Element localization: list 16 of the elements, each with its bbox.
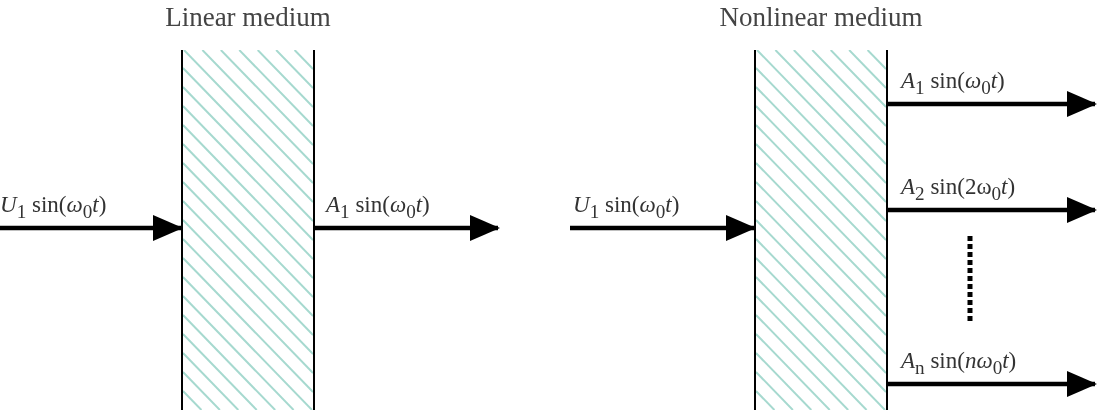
edge-label: U$_{1}$ sin(ω$_{0}$t) [573,193,680,221]
hatched-medium-slab [754,50,888,410]
edge-label: U$_{1}$ sin(ω$_{0}$t) [0,193,107,221]
arrow [0,215,183,241]
edge-label: A$_{n}$ sin(nω$_{0}$t) [901,349,1017,377]
medium-title: Linear medium [165,2,331,33]
medium-title: Nonlinear medium [719,2,923,33]
arrow [888,91,1097,117]
arrow [888,197,1097,223]
arrow [888,371,1097,397]
edge-label: A$_{1}$ sin(ω$_{0}$t) [901,69,1005,97]
edge-label: A$_{2}$ sin(2ω$_{0}$t) [901,175,1016,203]
hatched-medium-slab [181,50,315,410]
arrow [570,215,756,241]
edge-label: A$_{1}$ sin(ω$_{0}$t) [326,193,430,221]
arrow [315,215,500,241]
